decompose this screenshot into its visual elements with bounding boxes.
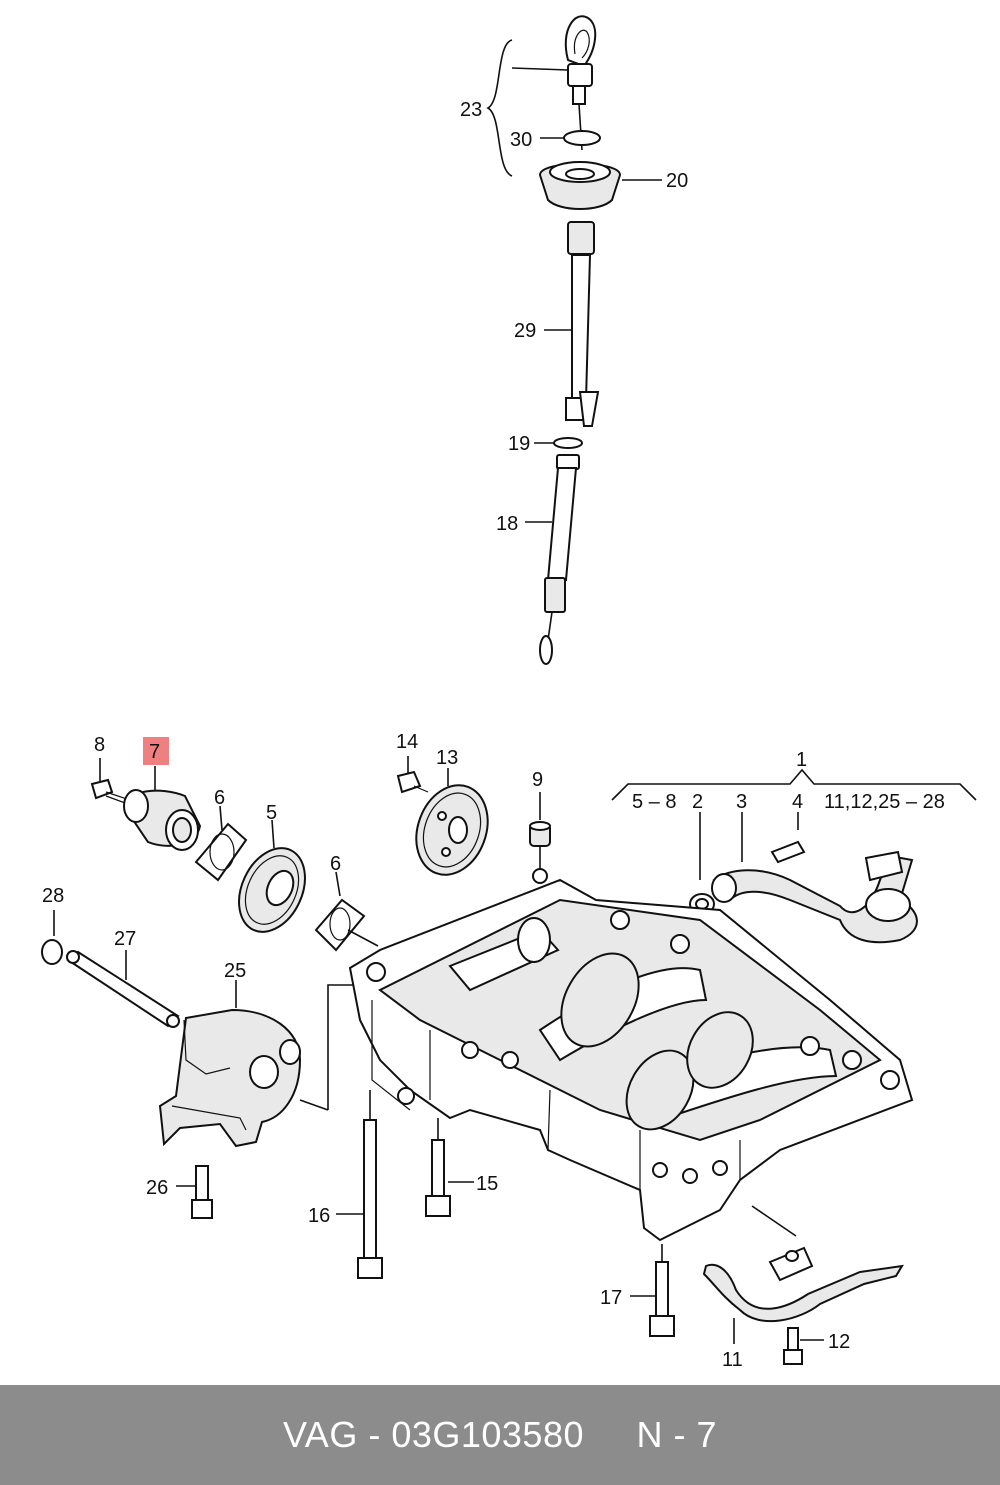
- callout-18: 18: [496, 513, 518, 535]
- bolt-4: [770, 840, 806, 864]
- callout-30: 30: [510, 129, 532, 151]
- o-ring-30: [563, 130, 601, 146]
- dipstick-handle: [564, 15, 597, 68]
- thrust-washer-6a: [194, 822, 248, 882]
- suction-pipe-parts: [689, 840, 918, 944]
- callout-7: 7: [149, 741, 160, 763]
- callout-2: 2: [692, 791, 703, 813]
- strainer-11: [702, 1263, 904, 1323]
- exploded-parts-diagram: 23 30 20 29 19 18 8 7 6 5 6 14 13 9 1 5 …: [41, 15, 977, 1371]
- callout-11: 11: [722, 1349, 743, 1371]
- o-ring-19: [553, 437, 583, 449]
- group-bracket-1: [611, 768, 977, 880]
- callout-6a: 6: [214, 787, 225, 809]
- guide-tube-top: [567, 221, 595, 255]
- gear-13-assembly: [396, 756, 489, 876]
- plug-9: [529, 792, 551, 847]
- bolt-16: [357, 1257, 383, 1279]
- oil-pump-parts: [41, 910, 372, 1219]
- top-leaders: [486, 39, 662, 523]
- shaft-27: [66, 950, 180, 1028]
- callout-15: 15: [476, 1173, 498, 1195]
- callout-14: 14: [396, 731, 418, 753]
- housing-bolts: [336, 1090, 675, 1337]
- part-number-text: VAG - 03G103580 N - 7: [282, 1414, 718, 1455]
- balance-shaft-parts: [90, 758, 366, 952]
- balance-shaft-housing-1: [348, 868, 914, 1242]
- callout-11-12-25-28: 11,12,25 – 28: [824, 791, 945, 813]
- callout-25: 25: [224, 960, 246, 982]
- bolt-8: [90, 778, 114, 800]
- thrust-washer-6b: [314, 898, 366, 952]
- strainer-parts: [702, 1205, 904, 1365]
- callout-5: 5: [266, 802, 277, 824]
- guide-tube-29: [571, 254, 592, 401]
- bolt-15: [425, 1195, 451, 1217]
- dipstick-assembly: [538, 15, 622, 665]
- callout-20: 20: [666, 170, 688, 192]
- callout-16: 16: [308, 1205, 330, 1227]
- bolt-12: [783, 1349, 803, 1365]
- callout-labels: 23 30 20 29 19 18 8 7 6 5 6 14 13 9 1 5 …: [42, 99, 945, 1371]
- highlight-box-7: [143, 737, 169, 765]
- callout-19: 19: [508, 433, 530, 455]
- callout-9: 9: [532, 769, 543, 791]
- suction-pipe-3: [712, 854, 918, 944]
- callout-17: 17: [600, 1287, 622, 1309]
- callout-5-8: 5 – 8: [632, 791, 676, 813]
- callout-13: 13: [436, 747, 458, 769]
- callout-4: 4: [792, 791, 803, 813]
- gear-5: [238, 847, 306, 933]
- part-number-footer: VAG - 03G103580 N - 7: [0, 1385, 1000, 1485]
- callout-6b: 6: [330, 853, 341, 875]
- callout-28: 28: [42, 885, 64, 907]
- callout-3: 3: [736, 791, 747, 813]
- callout-8: 8: [94, 734, 105, 756]
- circlip-28: [41, 939, 63, 965]
- bolt-17: [649, 1315, 675, 1337]
- callout-27: 27: [114, 928, 136, 950]
- oil-pump-25: [158, 1008, 302, 1148]
- leader-6b: [347, 929, 379, 947]
- bolt-14: [396, 770, 422, 794]
- callout-23: 23: [460, 99, 482, 121]
- callout-12: 12: [828, 1331, 850, 1353]
- callout-29: 29: [514, 320, 536, 342]
- callout-1: 1: [796, 749, 807, 771]
- bearing-7: [123, 789, 202, 851]
- lower-tube-18: [546, 467, 578, 581]
- bolt-26: [191, 1199, 213, 1219]
- callout-26: 26: [146, 1177, 168, 1199]
